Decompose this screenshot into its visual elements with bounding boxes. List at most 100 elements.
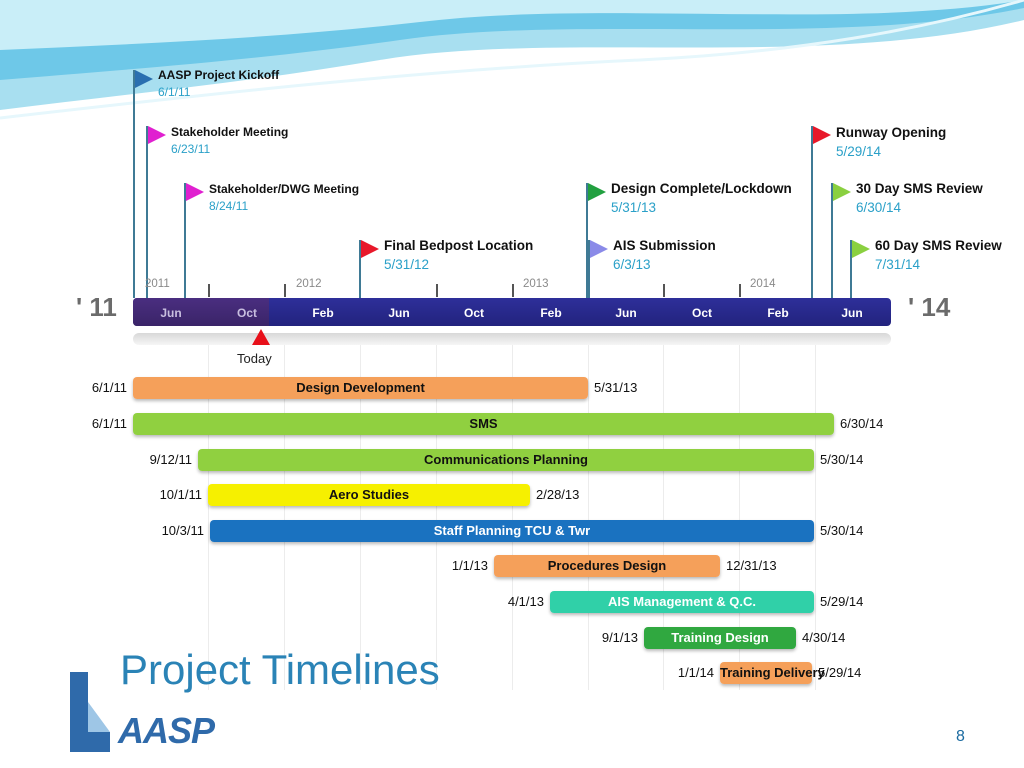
task-name: Communications Planning — [424, 452, 588, 467]
milestone-date: 5/31/13 — [611, 200, 657, 215]
year-label: 2014 — [750, 278, 776, 290]
grid-line — [739, 345, 740, 690]
milestone-name: AIS Submission — [613, 238, 716, 253]
grid-line — [663, 345, 664, 690]
milestone-date: 5/29/14 — [836, 144, 882, 159]
task-name: AIS Management & Q.C. — [607, 594, 757, 609]
milestone-pole — [184, 183, 186, 298]
task-start-date: 6/1/11 — [91, 380, 127, 395]
task-name: Training Design — [671, 630, 769, 645]
task-name: Aero Studies — [328, 487, 410, 502]
logo-text: AASP — [118, 710, 215, 751]
task-end-date: 5/30/14 — [820, 523, 864, 538]
task-bar: Aero Studies — [208, 484, 530, 506]
timeline-shelf — [133, 333, 891, 345]
milestone-flag-icon — [588, 183, 606, 201]
task-end-date: 5/30/14 — [820, 452, 864, 467]
milestone-pole — [586, 183, 588, 298]
month-label: Feb — [540, 306, 562, 320]
year-label: 2012 — [296, 278, 322, 290]
task-name: Staff Planning TCU & Twr — [433, 523, 591, 538]
milestone-name: Final Bedpost Location — [384, 238, 534, 253]
milestone-date: 6/30/14 — [856, 200, 902, 215]
milestone-date: 8/24/11 — [209, 199, 249, 213]
milestone-date: 7/31/14 — [875, 257, 921, 272]
scale-tick — [512, 284, 514, 297]
milestone-flag-icon — [852, 240, 870, 258]
milestone-pole — [588, 240, 590, 298]
month-label: Feb — [767, 306, 789, 320]
today-marker — [252, 329, 270, 345]
page-number: 8 — [956, 728, 965, 745]
milestone-flag-icon — [813, 126, 831, 144]
today-label: Today — [237, 351, 272, 366]
wave-banner — [0, 0, 1024, 120]
month-label: Jun — [615, 306, 637, 320]
milestone-pole — [146, 126, 148, 298]
month-label: Oct — [691, 306, 713, 320]
month-label: Jun — [388, 306, 410, 320]
task-name: Training Delivery — [720, 665, 825, 680]
milestone-pole — [831, 183, 833, 298]
year-label: 2013 — [523, 278, 549, 290]
milestone-flag-icon — [361, 240, 379, 258]
task-bar: AIS Management & Q.C. — [550, 591, 814, 613]
milestone-name: Design Complete/Lockdown — [611, 181, 792, 196]
task-end-date: 4/30/14 — [802, 630, 846, 645]
task-start-date: 10/3/11 — [161, 523, 204, 538]
milestone-flag-icon — [590, 240, 608, 258]
grid-line — [588, 345, 589, 690]
timeline-scale — [133, 298, 891, 326]
task-start-date: 10/1/11 — [159, 487, 202, 502]
month-label: Oct — [236, 306, 258, 320]
grid-line — [512, 345, 513, 690]
timeline-end-label: ' 14 — [908, 292, 951, 322]
milestone-name: Stakeholder Meeting — [171, 125, 289, 139]
task-start-date: 1/1/14 — [677, 665, 714, 680]
task-start-date: 4/1/13 — [507, 594, 544, 609]
milestone-flag-icon — [148, 126, 166, 144]
milestone-date: 6/3/13 — [613, 257, 651, 272]
milestone-flag-icon — [186, 183, 204, 201]
task-end-date: 5/31/13 — [594, 380, 638, 395]
milestone-date: 5/31/12 — [384, 257, 430, 272]
grid-line — [284, 345, 285, 690]
task-bar: Procedures Design — [494, 555, 720, 577]
milestone-name: Stakeholder/DWG Meeting — [209, 182, 360, 196]
task-end-date: 5/29/14 — [820, 594, 864, 609]
grid-line — [815, 345, 816, 690]
task-bar: Training Design — [644, 627, 796, 649]
task-end-date: 12/31/13 — [726, 558, 777, 573]
milestone-flag-icon — [833, 183, 851, 201]
scale-tick — [284, 284, 286, 297]
milestone-pole — [811, 126, 813, 298]
task-name: Design Development — [296, 380, 425, 395]
scale-tick — [663, 284, 665, 297]
month-label: Jun — [841, 306, 863, 320]
scale-tick — [436, 284, 438, 297]
milestone-name: 30 Day SMS Review — [856, 181, 983, 196]
milestone-flag-icon — [135, 70, 153, 88]
page-title: Project Timelines — [120, 646, 440, 693]
grid-line — [360, 345, 361, 690]
task-end-date: 6/30/14 — [840, 416, 884, 431]
scale-tick — [208, 284, 210, 297]
aasp-logo — [70, 672, 110, 752]
task-bar: Design Development — [133, 377, 588, 399]
task-bar: SMS — [133, 413, 834, 435]
month-label: Oct — [463, 306, 485, 320]
task-name: Procedures Design — [547, 558, 667, 573]
task-bar: Training Delivery — [720, 662, 825, 684]
timeline-start-label: ' 11 — [76, 292, 117, 322]
milestone-date: 6/23/11 — [171, 142, 211, 156]
task-start-date: 9/1/13 — [601, 630, 638, 645]
grid-line — [436, 345, 437, 690]
task-bar: Staff Planning TCU & Twr — [210, 520, 814, 542]
milestone-pole — [133, 70, 135, 298]
scale-tick — [739, 284, 741, 297]
milestone-name: Runway Opening — [836, 125, 947, 140]
task-start-date: 6/1/11 — [91, 416, 127, 431]
milestone-pole — [850, 240, 852, 298]
task-end-date: 5/29/14 — [818, 665, 862, 680]
month-label: Feb — [312, 306, 334, 320]
